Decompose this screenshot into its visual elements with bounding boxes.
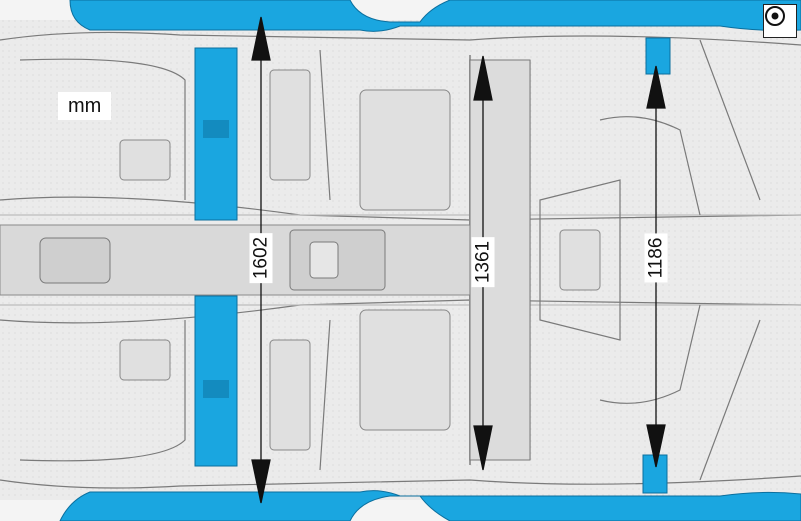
sill-bottom xyxy=(59,490,801,521)
dim-middle-label: 1361 xyxy=(471,236,495,288)
tunnel-bracket-cutout xyxy=(309,241,339,279)
view-direction-icon xyxy=(763,4,797,38)
dim-middle-arrow-top xyxy=(473,55,493,101)
dim-middle-arrow-bottom xyxy=(473,425,493,471)
tunnel-front-bracket xyxy=(39,237,111,284)
dim-front-arrow-top xyxy=(251,16,271,61)
dim-rear-label: 1186 xyxy=(644,233,668,283)
seat-mounts xyxy=(119,69,601,451)
dim-rear-arrow-bottom xyxy=(646,424,666,468)
blue-reinforcements xyxy=(194,37,671,494)
dim-rear-arrow-top xyxy=(646,65,666,109)
dim-front-arrow-bottom xyxy=(251,459,271,504)
unit-label: mm xyxy=(58,92,112,120)
dim-front-label: 1602 xyxy=(249,232,273,284)
